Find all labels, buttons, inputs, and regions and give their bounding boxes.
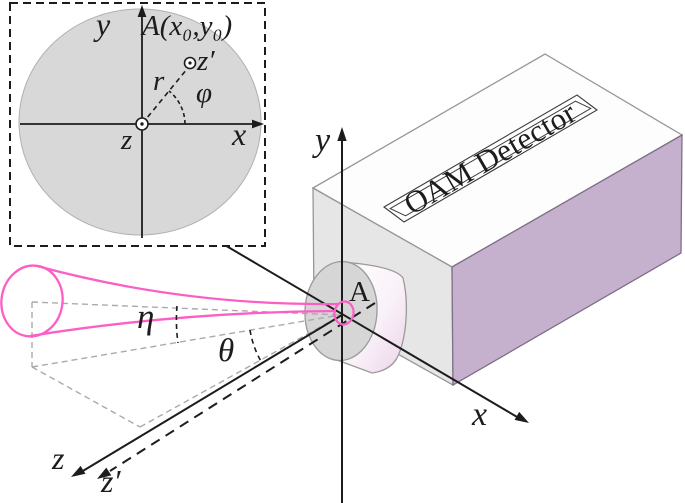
beam-waist-ellipse xyxy=(333,300,355,326)
inset-y-axis-arrowhead xyxy=(137,5,147,17)
z-prime-out-of-plane-dot xyxy=(188,61,192,65)
eta-angle-arc xyxy=(175,305,179,344)
inset-x-axis-arrowhead xyxy=(252,119,264,129)
detector-side-face xyxy=(451,133,683,387)
detector-label-frame-inner xyxy=(389,100,592,217)
z-axis-label: z xyxy=(52,440,65,476)
aperture-plane-label: A xyxy=(349,276,370,308)
beam-lower-edge xyxy=(29,309,337,338)
ground-projection-line-right xyxy=(139,315,341,428)
x-axis-line xyxy=(222,243,519,419)
eta-angle-label: η xyxy=(137,297,155,336)
inset-y-axis-label: y xyxy=(96,6,111,42)
x-axis-label: x xyxy=(472,396,488,433)
inset-phi-label: φ xyxy=(196,77,213,109)
detector-label-frame-outer xyxy=(383,94,598,223)
z-prime-axis-arrowhead xyxy=(97,467,112,479)
inset-x-axis-label: x xyxy=(232,116,247,152)
cross-section-inset xyxy=(9,2,266,247)
inset-plane-point-label: A(x₀,y₀) xyxy=(142,10,233,42)
z-axis-arrowhead xyxy=(71,465,86,477)
x-axis-arrowhead xyxy=(514,411,529,423)
phi-angle-arc xyxy=(168,90,186,125)
z-axis-line xyxy=(81,314,343,473)
inset-radius-label: r xyxy=(153,65,165,97)
theta-angle-arc xyxy=(249,329,263,364)
inset-z-prime-label: z′ xyxy=(197,45,215,77)
beam-axis-projection-line xyxy=(31,314,341,368)
projection-construction-lines xyxy=(31,301,341,428)
oam-beam xyxy=(0,264,355,338)
z-out-of-plane-dot xyxy=(140,122,144,126)
theta-angle-label: θ xyxy=(218,333,235,369)
z-prime-axis-label: z′ xyxy=(101,463,121,499)
ground-projection-line-left xyxy=(31,366,141,428)
inset-z-label: z xyxy=(121,124,133,156)
beam-axis-dashed-line xyxy=(31,301,341,316)
inset-radius-line xyxy=(141,68,188,125)
main-axes xyxy=(71,127,529,503)
y-axis-arrowhead xyxy=(337,127,347,141)
beam-upper-edge xyxy=(36,264,339,306)
beam-mouth-ellipse xyxy=(0,264,64,338)
y-axis-label: y xyxy=(315,122,331,159)
z-prime-axis-line xyxy=(109,302,376,472)
